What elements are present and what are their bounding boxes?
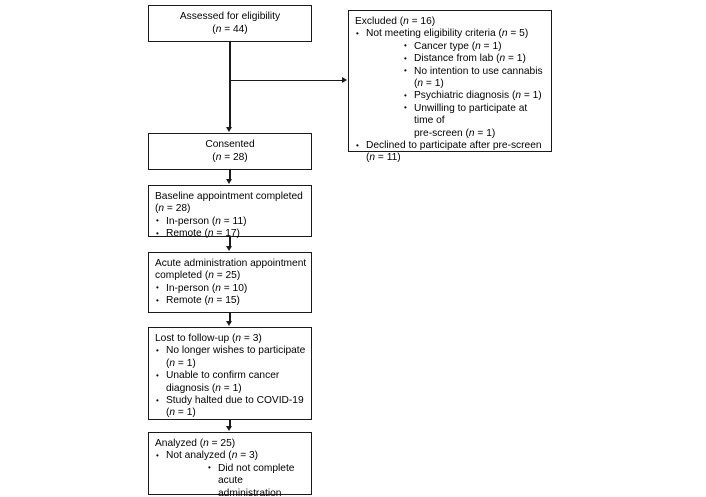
lost-reason-0-cont: (n = 1) <box>166 357 196 369</box>
lost-reason-1: Unable to confirm cancer <box>166 370 280 382</box>
excluded-subreason-list: Cancer type (n = 1) Distance from lab (n… <box>366 40 546 140</box>
acute-remote: Remote (n = 15) <box>166 295 240 307</box>
list-item: Not analyzed (n = 3) <box>155 450 306 463</box>
excluded-reason-list: Not meeting eligibility criteria (n = 5)… <box>355 28 546 164</box>
excluded-subreason-4-cont: pre-screen (n = 1) <box>414 127 496 139</box>
connector-assessed-to-consented <box>229 42 231 128</box>
list-item: Declined to participate after pre-screen… <box>355 140 546 165</box>
arrowhead-acute <box>226 246 233 251</box>
baseline-remote: Remote (n = 17) <box>166 228 240 240</box>
list-item: Not meeting eligibility criteria (n = 5)… <box>355 28 546 140</box>
list-item: Remote (n = 17) <box>155 228 306 241</box>
list-item: In-person (n = 11) <box>155 215 306 228</box>
excluded-subreason-1: Distance from lab (n = 1) <box>414 53 526 65</box>
lost-reason-2: Study halted due to COVID-19 <box>166 395 304 407</box>
acute-modality-list: In-person (n = 10) Remote (n = 15) <box>155 282 306 308</box>
box-assessed-for-eligibility: Assessed for eligibility (n = 44) <box>148 5 312 42</box>
baseline-modality-list: In-person (n = 11) Remote (n = 17) <box>155 215 306 241</box>
list-item: Unable to confirm cancer diagnosis (n = … <box>155 370 306 395</box>
excluded-subreason-4: Unwilling to participate at time of <box>414 102 528 127</box>
excluded-reason-0: Not meeting eligibility criteria (n = 5) <box>366 28 529 40</box>
list-item: No intention to use cannabis (n = 1) <box>403 65 546 91</box>
baseline-count: (n = 28) <box>155 203 191 215</box>
box-consented: Consented (n = 28) <box>148 133 312 170</box>
connector-consented-to-baseline <box>229 170 231 180</box>
arrowhead-lost <box>226 321 233 326</box>
connector-to-excluded <box>229 80 344 82</box>
list-item: Distance from lab (n = 1) <box>403 53 546 66</box>
excluded-subreason-0: Cancer type (n = 1) <box>414 40 502 52</box>
excluded-subreason-2-cont: (n = 1) <box>414 78 444 90</box>
box-acute-administration: Acute administration appointment complet… <box>148 252 312 313</box>
box-lost-to-follow-up: Lost to follow-up (n = 3) No longer wish… <box>148 327 312 420</box>
list-item: No longer wishes to participate (n = 1) <box>155 345 306 370</box>
arrowhead-baseline <box>226 179 233 184</box>
list-item: Psychiatric diagnosis (n = 1) <box>403 90 546 103</box>
excluded-subreason-3: Psychiatric diagnosis (n = 1) <box>414 90 542 102</box>
arrowhead-excluded <box>342 77 347 84</box>
list-item: Did not complete acute administration ap… <box>207 462 306 497</box>
analyzed-subreason-line1: Did not complete acute <box>218 462 295 487</box>
list-item: Remote (n = 15) <box>155 295 306 308</box>
lost-reason-1-cont: diagnosis (n = 1) <box>166 382 242 394</box>
acute-in-person: In-person (n = 10) <box>166 282 248 294</box>
consented-count: (n = 28) <box>212 151 248 163</box>
analyzed-not-analyzed: Not analyzed (n = 3) <box>166 450 259 462</box>
acute-heading-line1: Acute administration appointment <box>155 258 307 269</box>
arrowhead-consented <box>226 127 233 132</box>
assessed-count: (n = 44) <box>212 23 248 35</box>
box-baseline-appointment: Baseline appointment completed (n = 28) … <box>148 185 312 241</box>
lost-reason-list: No longer wishes to participate (n = 1) … <box>155 345 306 419</box>
lost-reason-2-cont: (n = 1) <box>166 407 196 419</box>
analyzed-exclusion-list: Not analyzed (n = 3) <box>155 450 306 463</box>
acute-heading-line2: completed (n = 25) <box>155 270 241 282</box>
consented-title: Consented <box>205 139 255 151</box>
analyzed-heading: Analyzed (n = 25) <box>155 438 236 449</box>
box-excluded: Excluded (n = 16) Not meeting eligibilit… <box>348 10 552 163</box>
analyzed-subreason-line2: administration <box>218 487 282 497</box>
list-item: Study halted due to COVID-19 (n = 1) <box>155 395 306 420</box>
list-item: In-person (n = 10) <box>155 282 306 295</box>
list-item: Cancer type (n = 1) <box>403 40 546 53</box>
analyzed-subreason-list: Did not complete acute administration ap… <box>155 462 306 497</box>
excluded-reason-1-cont: (n = 11) <box>366 152 401 164</box>
baseline-heading: Baseline appointment completed <box>155 191 303 202</box>
connector-acute-to-lost <box>229 313 231 322</box>
lost-reason-0: No longer wishes to participate <box>166 345 306 357</box>
arrowhead-analyzed <box>226 426 233 431</box>
assessed-title: Assessed for eligibility <box>179 11 281 23</box>
box-analyzed: Analyzed (n = 25) Not analyzed (n = 3) D… <box>148 432 312 497</box>
excluded-heading: Excluded (n = 16) <box>355 16 436 27</box>
connector-lost-to-analyzed <box>229 420 231 428</box>
baseline-in-person: In-person (n = 11) <box>166 215 247 227</box>
connector-baseline-to-acute <box>229 237 231 247</box>
list-item: Unwilling to participate at time of pre-… <box>403 102 546 140</box>
excluded-reason-1: Declined to participate after pre-screen <box>366 140 542 152</box>
lost-heading: Lost to follow-up (n = 3) <box>155 333 262 344</box>
excluded-subreason-2: No intention to use cannabis <box>414 65 543 77</box>
